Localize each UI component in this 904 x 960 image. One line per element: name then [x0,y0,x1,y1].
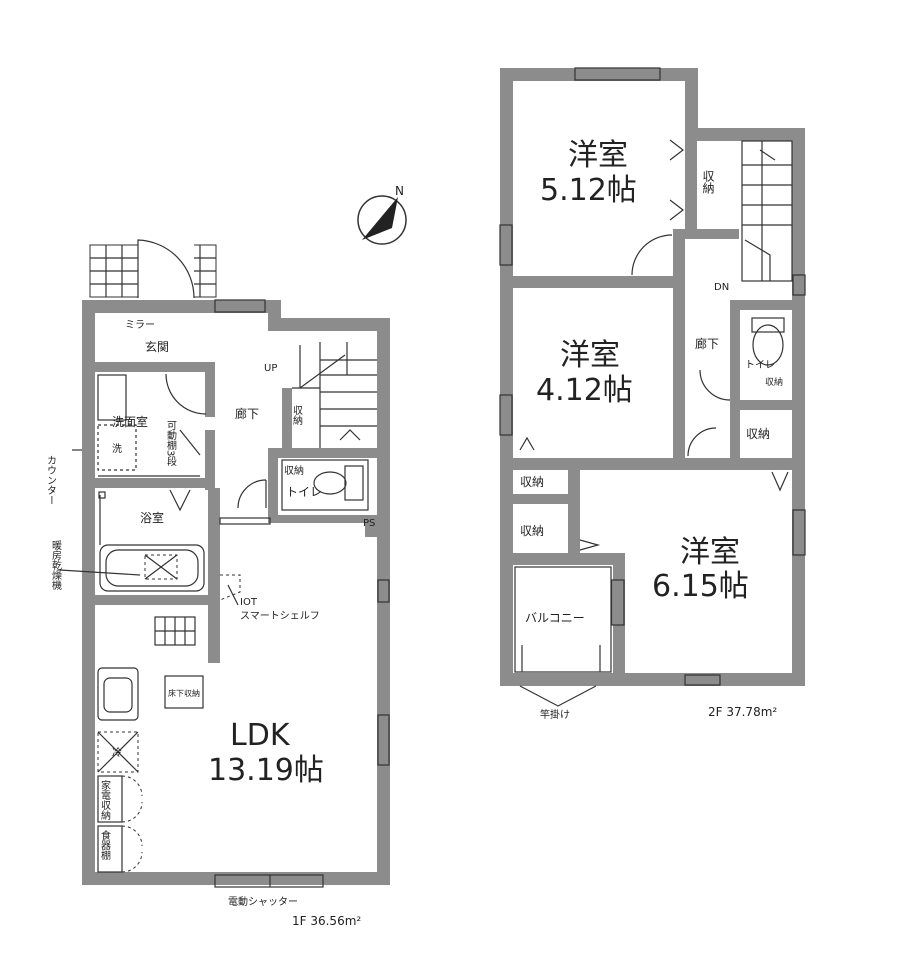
bathtub [98,489,205,592]
up-label: UP [264,363,277,374]
shelf-label: 可動棚3段 [165,420,177,467]
storage-label: 収納 [291,405,303,426]
shutter-label: 電動シャッター [228,895,298,908]
toilet-storage-label: 収納 [284,464,304,477]
room1-size: 5.12帖 [540,173,637,208]
kitchen [97,616,204,873]
room1-name: 洋室 [568,138,628,173]
cupboard-label: 食器棚 [99,829,111,861]
ps-label: PS [363,518,375,529]
storage-d-label: 収納 [520,475,544,489]
balcony-label: バルコニー [525,611,585,625]
dn-label: DN [714,282,729,293]
washroom-fixtures [97,373,207,477]
floor2-area: 2F 37.78m² [708,705,777,719]
genkan-label: 玄関 [145,339,169,354]
fridge-label: 冷 [112,746,122,759]
smart-shelf-label: スマートシェルフ [240,611,320,622]
svg-text:N: N [395,184,404,198]
toilet-label: トイレ [286,485,322,499]
iot-label: IOT [240,597,258,608]
floor-2-plan [499,67,806,707]
wash-label: 洗 [112,443,122,455]
storage-e-label: 収納 [520,524,544,538]
floor-1-plan [59,239,390,888]
floor1-area: 1F 36.56m² [292,914,361,928]
entrance-porch [89,239,217,300]
underfloor-label: 床下収納 [168,688,200,698]
ldk-label: LDK [230,718,291,753]
storage-a-label: 収納 [701,170,715,194]
room3-name: 洋室 [680,535,740,570]
toilet2-label: トイレ [745,360,775,371]
washroom-label: 洗面室 [112,414,148,429]
room2-size: 4.12帖 [536,373,633,408]
storage-c-label: 収納 [746,427,770,441]
appliance-label: 家電収納 [99,779,111,821]
dryer-label: 暖房乾燥機 [50,539,62,591]
mirror-label: ミラー [125,319,155,331]
compass-icon: N [357,184,407,245]
pole-label: 竿掛け [540,708,570,721]
hallway2-label: 廊下 [695,336,719,351]
toilet-storage2-label: 収納 [765,376,783,388]
room2-name: 洋室 [560,338,620,373]
hallway-label: 廊下 [235,406,259,421]
counter-label: カウンター [45,455,57,505]
room3-size: 6.15帖 [652,569,749,604]
staircase-2f [741,140,793,282]
toilet-1f [237,459,369,511]
staircase-1f [292,342,377,448]
bath-label: 浴室 [140,510,164,525]
ldk-size: 13.19帖 [208,753,324,788]
